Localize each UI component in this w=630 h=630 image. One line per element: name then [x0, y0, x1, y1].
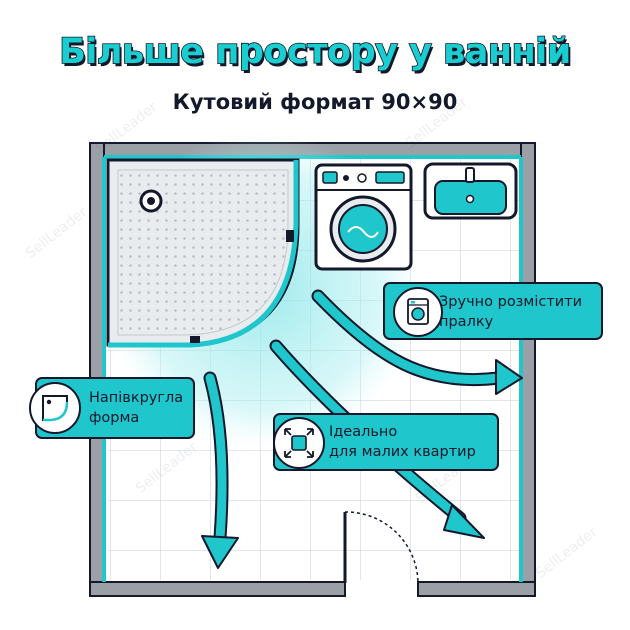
page-subtitle: Кутовий формат 90×90: [172, 90, 458, 114]
shower-tray: [106, 158, 300, 348]
page-title: Більше простору у ванній: [58, 31, 572, 73]
compact-space-icon: [273, 417, 325, 469]
callout-shape-line2: форма: [89, 410, 140, 426]
callout-apartment: Ідеально для малих квартир: [273, 413, 499, 471]
callout-washer: Зручно розмістити пралку: [383, 282, 603, 340]
callout-apartment-line1: Ідеально: [329, 424, 398, 440]
door: [343, 511, 419, 583]
quarter-circle-tray-icon: [29, 382, 81, 434]
callout-apartment-line2: для малих квартир: [329, 444, 476, 460]
callout-shape-line1: Напівкругла: [89, 390, 184, 406]
callout-washer-line2: пралку: [439, 314, 494, 330]
callout-washer-line1: Зручно розмістити: [439, 294, 583, 310]
sink: [423, 162, 518, 220]
washing-machine-icon: [393, 287, 443, 337]
washing-machine: [314, 163, 413, 271]
callout-shape: Напівкругла форма: [29, 377, 195, 439]
